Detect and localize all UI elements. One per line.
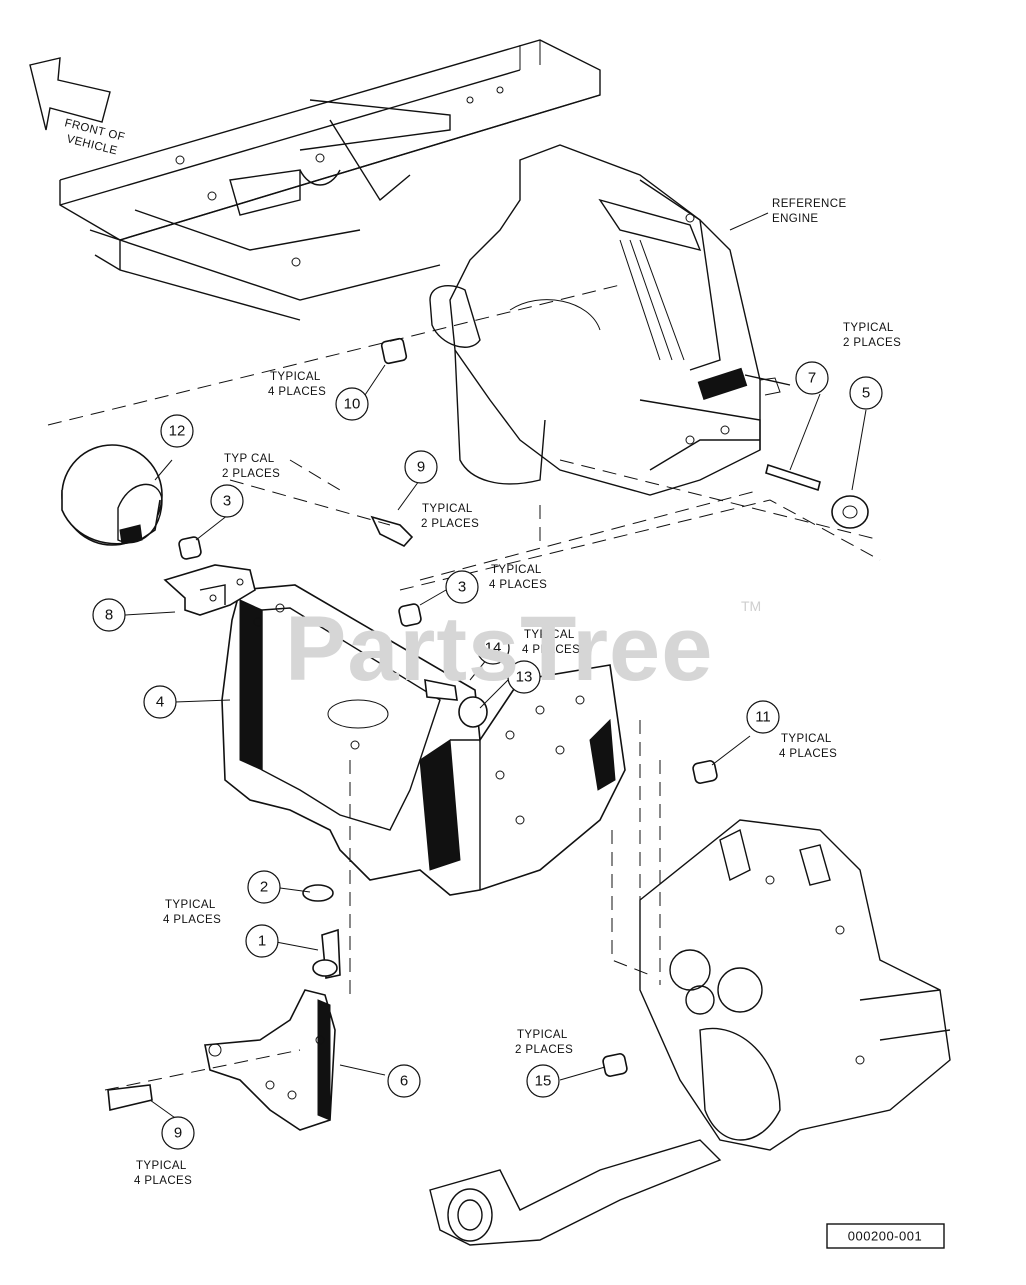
callout-7[interactable]: 7 [795,361,829,395]
svg-text:9: 9 [417,459,425,476]
svg-text:8: 8 [105,607,113,624]
callout-9a[interactable]: 9 [404,450,438,484]
svg-text:12: 12 [169,423,186,440]
note-typical-4-places-10: TYPICAL 4 PLACES [268,371,326,398]
note-typical-4-places-1: TYPICAL 4 PLACES [163,899,221,926]
callout-1[interactable]: 1 [245,924,279,958]
svg-text:11: 11 [755,709,771,726]
callout-5[interactable]: 5 [849,376,883,410]
callout-8[interactable]: 8 [92,598,126,632]
reference-engine [429,144,791,496]
callout-6[interactable]: 6 [387,1064,421,1098]
svg-text:4 PLACES: 4 PLACES [134,1175,192,1187]
note-typical-2-places-9: TYPICAL 2 PLACES [421,503,479,530]
svg-text:TYP CAL: TYP CAL [224,453,275,465]
svg-text:7: 7 [808,370,816,387]
note-typical-2-places-5: TYPICAL 2 PLACES [843,322,901,349]
callout-14[interactable]: 14 [476,631,510,665]
callout-12[interactable]: 12 [160,414,194,448]
callout-4[interactable]: 4 [143,685,177,719]
svg-text:14: 14 [485,640,502,657]
svg-text:TYPICAL: TYPICAL [136,1160,187,1172]
note-typical-4-places-14: TYPICAL 4 PLACES [522,629,580,656]
callout-3b[interactable]: 3 [445,570,479,604]
svg-text:4 PLACES: 4 PLACES [779,748,837,760]
svg-text:TYPICAL: TYPICAL [517,1029,568,1041]
svg-text:6: 6 [400,1073,408,1090]
note-typical-4-places-3: TYPICAL 4 PLACES [489,564,547,591]
svg-text:4 PLACES: 4 PLACES [522,644,580,656]
leader-lines [47,284,881,1121]
vehicle-frame-rail [59,39,601,321]
callout-3a[interactable]: 3 [210,484,244,518]
watermark-trademark: TM [741,598,761,614]
isolator-part-12 [61,444,163,546]
support-bracket-part-6 [204,989,336,1131]
callout-13[interactable]: 13 [507,660,541,694]
svg-text:TYPICAL: TYPICAL [843,322,894,334]
svg-text:4: 4 [156,694,164,711]
svg-text:2 PLACES: 2 PLACES [222,468,280,480]
svg-text:2: 2 [260,879,268,896]
svg-text:TYPICAL: TYPICAL [491,564,542,576]
svg-text:2 PLACES: 2 PLACES [421,518,479,530]
front-of-vehicle-arrow: FRONT OF VEHICLE [29,57,126,157]
bracket-part-8 [163,564,256,616]
callout-10[interactable]: 10 [335,387,369,421]
svg-text:TYPICAL: TYPICAL [270,371,321,383]
svg-text:2 PLACES: 2 PLACES [515,1044,573,1056]
reference-engine-label-1: REFERENCE [772,198,847,210]
callout-2[interactable]: 2 [247,870,281,904]
note-typcal-2-places-3: TYP CAL 2 PLACES [222,453,280,480]
note-typical-2-places-15: TYPICAL 2 PLACES [515,1029,573,1056]
svg-text:1: 1 [258,933,266,950]
svg-text:TYPICAL: TYPICAL [422,503,473,515]
svg-text:TYPICAL: TYPICAL [165,899,216,911]
callout-15[interactable]: 15 [526,1064,560,1098]
svg-text:TYPICAL: TYPICAL [781,733,832,745]
reference-engine-label-2: ENGINE [772,213,819,225]
svg-text:3: 3 [223,493,231,510]
fasteners [107,337,869,1111]
svg-text:3: 3 [458,579,466,596]
svg-text:5: 5 [862,385,870,402]
svg-text:9: 9 [174,1125,182,1142]
svg-text:4 PLACES: 4 PLACES [163,914,221,926]
svg-text:4 PLACES: 4 PLACES [489,579,547,591]
svg-text:TYPICAL: TYPICAL [524,629,575,641]
svg-text:13: 13 [516,669,533,686]
transaxle [429,819,951,1246]
svg-text:10: 10 [344,396,361,413]
svg-text:15: 15 [535,1073,552,1090]
svg-text:2 PLACES: 2 PLACES [843,337,901,349]
note-typical-4-places-9: TYPICAL 4 PLACES [134,1160,192,1187]
callout-9b[interactable]: 9 [161,1116,195,1150]
mount-plate-part-4 [221,584,626,896]
note-typical-4-places-11: TYPICAL 4 PLACES [779,733,837,760]
diagram-number: 000200-001 [848,1229,922,1244]
callout-11[interactable]: 11 [746,700,780,734]
watermark-text: PartsTree [285,598,713,700]
diagram-number-box: 000200-001 [826,1223,945,1249]
svg-text:4 PLACES: 4 PLACES [268,386,326,398]
